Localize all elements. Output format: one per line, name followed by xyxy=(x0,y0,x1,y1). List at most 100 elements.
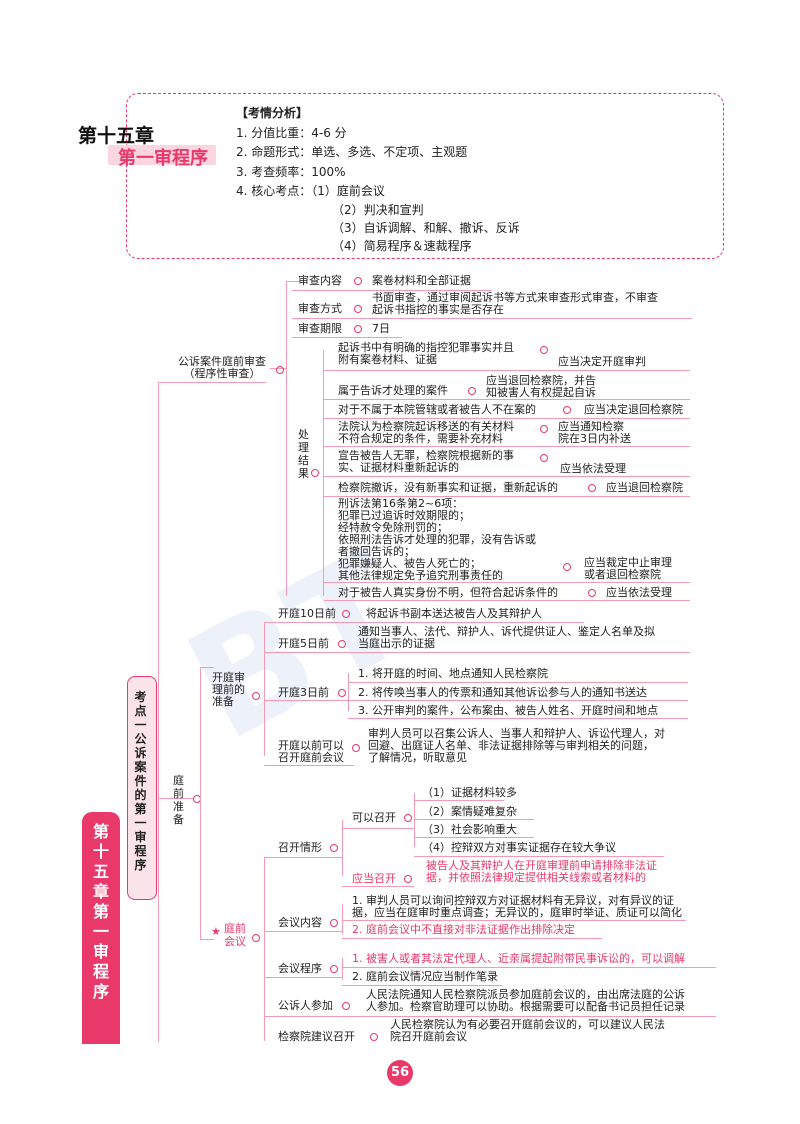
tree-connector xyxy=(158,798,194,799)
collapse-icon[interactable] xyxy=(468,387,476,395)
content-item: 1. 审判人员可以询问控辩双方对证据材料有无异议，对有异议的证 据，应当在庭审时… xyxy=(352,894,682,919)
result-res: 应当通知检察 院在3日内补送 xyxy=(558,420,631,445)
branch-b-label: 庭前准备 xyxy=(173,774,184,826)
topic-tab xyxy=(127,676,157,900)
prep-item-label: 开庭以前可以 召开庭前会议 xyxy=(278,739,344,764)
tree-trunk xyxy=(158,382,159,1042)
collapse-icon[interactable] xyxy=(330,844,338,852)
divider xyxy=(324,446,690,447)
collapse-icon[interactable] xyxy=(354,277,362,285)
analysis-line: （4）简易程序＆速裁程序 xyxy=(332,239,472,253)
chapter-tab-label: 第十五章 第一审程序 xyxy=(92,822,109,1001)
collapse-icon[interactable] xyxy=(338,689,346,697)
collapse-icon[interactable] xyxy=(276,366,284,374)
divider xyxy=(324,399,690,400)
prep-item-label: 开庭10日前 xyxy=(278,607,336,620)
result-res: 应当退回检察院 xyxy=(606,481,683,494)
review-content-label: 审查内容 xyxy=(298,274,342,287)
collapse-icon[interactable] xyxy=(370,1033,378,1041)
chapter-tab xyxy=(82,812,120,1044)
divider xyxy=(264,652,690,653)
collapse-icon[interactable] xyxy=(342,610,350,618)
analysis-box xyxy=(126,93,724,259)
result-cond: 起诉书中有明确的指控犯罪事实并且 附有案卷材料、证据 xyxy=(338,341,514,366)
collapse-icon[interactable] xyxy=(338,640,346,648)
tree-connector xyxy=(264,857,265,1041)
result-cond: 对于被告人真实身份不明，但符合起诉条件的 xyxy=(338,586,558,599)
collapse-icon[interactable] xyxy=(352,744,360,752)
may-item: （2）案情疑难复杂 xyxy=(422,805,517,818)
collapse-icon[interactable] xyxy=(588,484,596,492)
tree-connector xyxy=(200,939,214,940)
collapse-icon[interactable] xyxy=(563,563,571,571)
prep-item-value: 1. 将开庭的时间、地点通知人民检察院 xyxy=(358,667,548,680)
star-icon: ★ xyxy=(211,925,221,938)
analysis-title: 【考情分析】 xyxy=(236,106,309,120)
divider xyxy=(264,977,342,978)
divider xyxy=(342,938,602,939)
prep-item-label: 开庭5日前 xyxy=(278,637,329,650)
divider xyxy=(348,682,688,683)
prosecutor-label: 公诉人参加 xyxy=(278,999,333,1012)
tree-connector xyxy=(200,667,201,939)
result-res: 应当依法受理 xyxy=(560,462,626,475)
prep-item-value: 审判人员可以召集公诉人、当事人和辩护人、诉讼代理人，对 回避、出庭证人名单、非法… xyxy=(368,727,665,764)
collapse-icon[interactable] xyxy=(342,1002,350,1010)
divider xyxy=(342,985,502,986)
meeting-label: 庭前会议 xyxy=(224,922,252,948)
analysis-line: 4. 核心考点：（1）庭前会议 xyxy=(236,184,385,198)
divider xyxy=(264,700,688,701)
tree-connector xyxy=(286,281,287,596)
collapse-icon[interactable] xyxy=(354,305,362,313)
collapse-icon[interactable] xyxy=(404,875,412,883)
collapse-icon[interactable] xyxy=(252,692,260,700)
divider xyxy=(264,857,342,858)
prep-label: 开庭审理前的准备 xyxy=(212,660,260,720)
results-label: 处理结果 xyxy=(298,428,309,480)
suggest-value: 人民检察院认为有必要召开庭前会议的，可以建议人民法 院召开庭前会议 xyxy=(390,1018,665,1043)
prep-item-label: 开庭3日前 xyxy=(278,686,329,699)
prep-item-value: 将起诉书副本送达被告人及其辩护人 xyxy=(366,607,542,620)
collapse-icon[interactable] xyxy=(252,934,260,942)
tree-connector xyxy=(342,958,343,980)
result-res: 应当依法受理 xyxy=(606,586,672,599)
topic-tab-label: 考点一 公诉案件的第一审程序 xyxy=(134,690,147,872)
collapse-icon[interactable] xyxy=(540,346,548,354)
divider xyxy=(324,582,690,583)
divider xyxy=(264,622,584,623)
collapse-icon[interactable] xyxy=(588,589,596,597)
result-cond: 检察院撤诉，没有新事实和证据，重新起诉的 xyxy=(338,481,558,494)
result-res: 应当决定开庭审判 xyxy=(558,355,646,368)
collapse-icon[interactable] xyxy=(354,325,362,333)
analysis-line: 1. 分值比重：4-6 分 xyxy=(236,126,347,140)
collapse-icon[interactable] xyxy=(330,919,338,927)
tree-connector xyxy=(348,673,349,711)
branch-a-label: 公诉案件庭前审查 （程序性审查） xyxy=(178,355,266,380)
analysis-line: 2. 命题形式：单选、多选、不定项、主观题 xyxy=(236,145,468,159)
review-content-value: 案卷材料和全部证据 xyxy=(372,274,471,287)
prep-label-text: 开庭审理前的准备 xyxy=(212,671,245,708)
collapse-icon[interactable] xyxy=(311,469,319,477)
collapse-icon[interactable] xyxy=(540,425,548,433)
divider xyxy=(414,856,664,857)
content-label: 会议内容 xyxy=(278,916,322,929)
divider xyxy=(342,828,414,829)
tree-connector xyxy=(342,904,343,934)
collapse-icon[interactable] xyxy=(330,965,338,973)
review-method-label: 审查方式 xyxy=(298,302,342,315)
procedure-item: 1. 被害人或者其法定代理人、近亲属提起附带民事诉讼的，可以调解 xyxy=(352,952,685,965)
review-period-value: 7日 xyxy=(372,322,390,335)
prep-item-value: 2. 将传唤当事人的传票和通知其他诉讼参与人的通知书送达 xyxy=(358,686,647,699)
may-item: （1）证据材料较多 xyxy=(422,786,517,799)
prep-item-value: 通知当事人、法代、辩护人、诉代提供证人、鉴定人名单及拟 当庭出示的证据 xyxy=(358,625,655,650)
analysis-line: （3）自诉调解、和解、撤诉、反诉 xyxy=(332,221,520,235)
collapse-icon[interactable] xyxy=(540,454,548,462)
collapse-icon[interactable] xyxy=(404,814,412,822)
review-method-value: 书面审查，通过审阅起诉书等方式来审查形式审查，不审查 起诉书指控的事实是否存在 xyxy=(372,291,658,316)
may-item: （4）控辩双方对事实证据存在较大争议 xyxy=(422,841,616,854)
divider xyxy=(264,931,342,932)
divider xyxy=(324,496,690,497)
collapse-icon[interactable] xyxy=(563,406,571,414)
prep-item-value: 3. 公开审判的案件，公布案由、被告人姓名、开庭时间和地点 xyxy=(358,704,658,717)
result-cond: 宣告被告人无罪，检察院根据新的事 实、证据材料重新起诉的 xyxy=(338,449,514,474)
